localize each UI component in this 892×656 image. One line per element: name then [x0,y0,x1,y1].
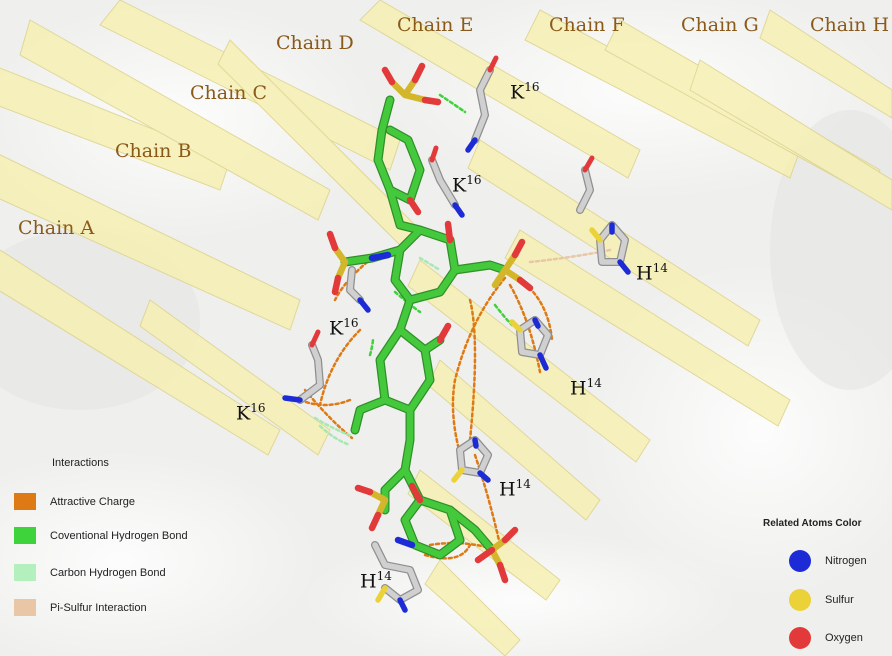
beta-strand [0,154,301,331]
chain-label-f: Chain F [549,14,625,36]
beta-strand [359,0,641,179]
residue-label: K16 [510,80,540,104]
chain-label-b: Chain B [115,140,192,162]
beta-strand [19,19,331,221]
oxygen-dot-icon [789,627,811,649]
legend-swatch [14,564,36,581]
interactions-legend-title: Interactions [52,457,109,469]
legend-item-conventional-hydrogen-bond: Coventional Hydrogen Bond [14,527,188,544]
residue-label: H14 [570,376,602,400]
legend-item-pi-sulfur-interaction: Pi-Sulfur Interaction [14,599,147,616]
chain-label-d: Chain D [276,32,354,54]
legend-swatch [14,599,36,616]
beta-strand [407,259,651,463]
legend-item-carbon-hydrogen-bond: Carbon Hydrogen Bond [14,564,166,581]
atom-legend-label: Sulfur [825,594,854,606]
atom-legend-item-nitrogen: Nitrogen [789,550,867,572]
nitrogen-dot-icon [789,550,811,572]
legend-label: Attractive Charge [50,495,135,508]
residue-label: K16 [452,173,482,197]
beta-strand [759,9,892,119]
sulfur-dot-icon [789,589,811,611]
beta-strand [0,249,281,456]
residue-label: H14 [360,569,392,593]
legend-label: Pi-Sulfur Interaction [50,601,147,614]
residue-label: H14 [636,261,668,285]
beta-strand [139,299,331,456]
beta-strand [0,67,231,191]
ligand [326,62,534,584]
beta-strand [689,59,892,211]
legend-item-attractive-charge: Attractive Charge [14,493,135,510]
residue-label: K16 [329,316,359,340]
beta-strand [504,229,791,427]
residue-label: H14 [499,477,531,501]
residue-label: K16 [236,401,266,425]
residues [282,55,631,613]
legend-swatch [14,493,36,510]
atom-legend-label: Nitrogen [825,555,867,567]
atom-legend-label: Oxygen [825,632,863,644]
chain-label-h: Chain H [810,14,890,36]
beta-strand [424,559,521,656]
beta-strand [467,139,761,347]
chain-label-e: Chain E [397,14,474,36]
legend-label: Carbon Hydrogen Bond [50,566,166,579]
atom-legend-item-oxygen: Oxygen [789,627,863,649]
legend-label: Coventional Hydrogen Bond [50,529,188,542]
chain-label-a: Chain A [18,217,95,239]
chain-label-c: Chain C [190,82,267,104]
legend-swatch [14,527,36,544]
atom-colors-legend-title: Related Atoms Color [763,518,862,529]
chain-label-g: Chain G [681,14,759,36]
atom-legend-item-sulfur: Sulfur [789,589,854,611]
